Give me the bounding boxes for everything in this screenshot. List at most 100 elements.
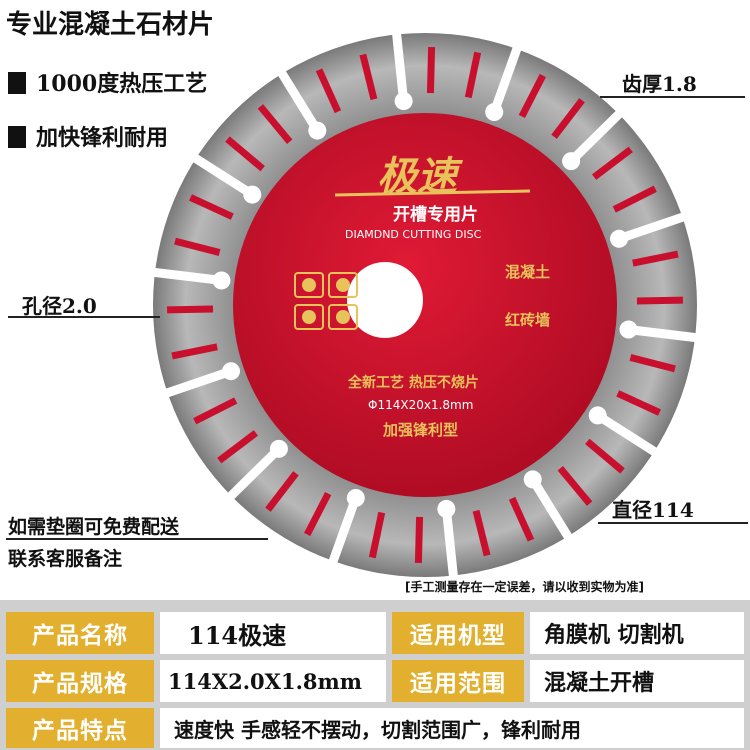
red-stripe bbox=[585, 438, 625, 474]
gullet-slot bbox=[222, 445, 283, 505]
red-stripe bbox=[217, 430, 259, 464]
gullet-slot bbox=[186, 150, 255, 199]
disc-slogan: 全新工艺 热压不烧片 bbox=[347, 374, 479, 391]
gullet-slot bbox=[441, 508, 459, 584]
product-feature-label: 产品特点 bbox=[6, 708, 154, 748]
gullet-hole bbox=[212, 271, 231, 290]
red-stripe bbox=[464, 51, 482, 99]
red-stripe bbox=[632, 250, 679, 267]
red-stripe bbox=[426, 46, 436, 94]
gullet-slot bbox=[146, 267, 223, 285]
machine-value: 角膜机 切割机 bbox=[530, 612, 744, 654]
red-stripe bbox=[629, 354, 676, 373]
hole-leader-line bbox=[8, 316, 160, 318]
gullet-hole bbox=[562, 152, 581, 171]
page-title: 专业混凝土石材片 bbox=[6, 10, 215, 40]
gullet-hole bbox=[221, 362, 240, 381]
gullets bbox=[146, 26, 704, 584]
machine-label: 适用机型 bbox=[392, 612, 524, 654]
gullet-hole bbox=[243, 185, 262, 204]
feature-2: 加快锋利耐用 bbox=[8, 120, 168, 152]
range-label: 适用范围 bbox=[392, 660, 524, 702]
disc-size: Φ114X20x1.8mm bbox=[368, 398, 473, 412]
gullet-slot bbox=[391, 26, 409, 102]
gullet-slot bbox=[489, 39, 524, 114]
product-name-value: 114极速 bbox=[160, 612, 386, 654]
disc-material-1: 混凝土 bbox=[505, 263, 550, 281]
product-feature-value: 速度快 手感轻不摆动，切割范围广，锋利耐用 bbox=[160, 708, 744, 748]
red-stripe bbox=[265, 471, 299, 512]
gullet-slot bbox=[627, 325, 704, 343]
gullet-slot bbox=[528, 477, 576, 546]
measurement-note: [手工测量存在一定误差，请以收到实物为准] bbox=[405, 580, 644, 594]
red-stripe bbox=[304, 491, 332, 537]
red-stripe bbox=[518, 73, 546, 119]
red-stripe bbox=[174, 237, 221, 256]
disc-english: DIAMDND CUTTING DISC bbox=[345, 228, 482, 241]
gullet-hole bbox=[588, 406, 607, 425]
disc-type: 加强锋利型 bbox=[382, 421, 458, 439]
saw-disc: 极速 开槽专用片 DIAMDND CUTTING DISC 混凝土 红砖墙 全新… bbox=[146, 26, 704, 584]
disc-core bbox=[233, 113, 617, 497]
product-spec-value: 114X2.0X1.8mm bbox=[160, 660, 386, 702]
gullet-hole bbox=[346, 488, 365, 507]
red-segment-stripes bbox=[166, 46, 684, 564]
brand-swoosh bbox=[334, 189, 531, 197]
gasket-note-1: 如需垫圈可免费配送 bbox=[8, 516, 180, 538]
red-stripe bbox=[193, 397, 238, 425]
diameter-leader-line bbox=[598, 522, 748, 524]
gasket-note-2: 联系客服备注 bbox=[8, 548, 123, 570]
gullet-hole bbox=[394, 92, 413, 111]
red-stripe bbox=[257, 104, 293, 144]
bullet-square-icon bbox=[8, 126, 26, 148]
gullet-slot bbox=[617, 210, 692, 244]
gullet-hole bbox=[269, 439, 288, 458]
gullet-hole bbox=[308, 121, 327, 140]
red-stripe bbox=[612, 185, 657, 213]
gullet-slot bbox=[595, 411, 664, 460]
disc-brand: 极速 bbox=[377, 154, 463, 200]
red-stripe bbox=[636, 296, 684, 305]
gullet-hole bbox=[610, 229, 629, 248]
gullet-hole bbox=[485, 103, 504, 122]
gullet-hole bbox=[437, 499, 456, 518]
goggles-icon bbox=[328, 304, 358, 330]
red-stripe bbox=[414, 516, 424, 564]
feature-1: 1000度热压工艺 bbox=[8, 66, 207, 98]
tooth-thickness-label: 齿厚1.8 bbox=[622, 72, 697, 96]
red-stripe bbox=[557, 466, 593, 506]
red-stripe bbox=[359, 53, 378, 101]
red-stripe bbox=[315, 68, 342, 114]
red-stripe bbox=[171, 343, 218, 360]
hole-diameter-label: 孔径2.0 bbox=[22, 294, 97, 318]
red-stripe bbox=[472, 509, 491, 557]
spec-table: 产品名称 114极速 适用机型 角膜机 切割机 产品规格 114X2.0X1.8… bbox=[0, 600, 750, 750]
bullet-square-icon bbox=[8, 72, 26, 94]
gullet-slot bbox=[567, 105, 628, 165]
diameter-label: 直径114 bbox=[612, 498, 694, 522]
product-name-label: 产品名称 bbox=[6, 612, 154, 654]
mask-icon bbox=[328, 272, 358, 298]
gasket-leader-line bbox=[6, 538, 268, 540]
disc-material-2: 红砖墙 bbox=[505, 311, 550, 329]
gullet-slot bbox=[326, 496, 361, 571]
red-stripe bbox=[616, 390, 661, 416]
gullet-hole bbox=[523, 470, 542, 489]
ear-protection-icon bbox=[294, 272, 324, 298]
product-spec-label: 产品规格 bbox=[6, 660, 154, 702]
gullet-slot bbox=[274, 64, 322, 133]
red-stripe bbox=[591, 146, 633, 180]
red-stripe bbox=[225, 136, 265, 172]
red-stripe bbox=[166, 305, 214, 314]
arbor-hole bbox=[347, 262, 423, 338]
red-stripe bbox=[551, 98, 585, 139]
glove-icon bbox=[294, 304, 324, 330]
gullet-slot bbox=[158, 366, 233, 400]
red-stripe bbox=[189, 194, 234, 220]
range-value: 混凝土开槽 bbox=[530, 660, 744, 702]
tooth-leader-line bbox=[600, 96, 745, 98]
red-stripe bbox=[508, 496, 535, 542]
red-stripe bbox=[368, 511, 386, 559]
gullet-hole bbox=[619, 320, 638, 339]
